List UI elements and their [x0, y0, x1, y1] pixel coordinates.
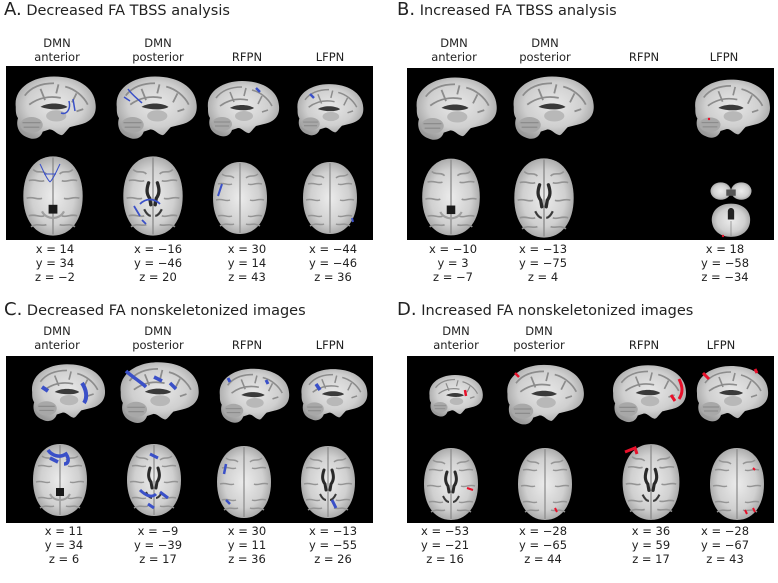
brain-axial-rfpn	[210, 160, 270, 236]
brain-sagittal-lfpn	[691, 359, 771, 429]
brain-sagittal-dmn-anterior	[410, 73, 500, 145]
brain-axial-lfpn	[298, 444, 358, 520]
brain-axial-dmn-anterior	[20, 154, 86, 238]
brain-sagittal-lfpn	[292, 80, 366, 140]
column-header-rfpn: RFPN	[628, 50, 660, 64]
brain-sagittal-rfpn	[202, 76, 282, 142]
brain-sagittal-lfpn	[689, 73, 773, 145]
column-header-rfpn: RFPN	[231, 338, 263, 352]
brain-image-grid	[6, 356, 373, 523]
brain-axial-lfpn-cerebellum	[701, 180, 761, 240]
panel-title: D. Increased FA nonskeletonized images	[397, 300, 693, 321]
brain-sagittal-dmn-posterior	[110, 73, 200, 143]
panel-letter: B.	[397, 0, 416, 20]
brain-sagittal-dmn-anterior	[425, 370, 485, 422]
brain-axial-dmn-anterior	[419, 156, 483, 238]
brain-sagittal-lfpn	[296, 364, 370, 426]
panel-c: C. Decreased FA nonskeletonized images D…	[0, 300, 389, 583]
brain-axial-dmn-anterior	[421, 446, 481, 522]
brain-sagittal-dmn-anterior	[9, 73, 99, 143]
panel-letter: A.	[4, 0, 22, 20]
brain-sagittal-dmn-posterior	[507, 73, 597, 143]
panel-title-text: Increased FA nonskeletonized images	[421, 303, 694, 319]
panel-title: C. Decreased FA nonskeletonized images	[4, 300, 306, 321]
panel-title: A. Decreased FA TBSS analysis	[4, 0, 230, 21]
brain-sagittal-dmn-posterior	[501, 361, 587, 429]
brain-axial-dmn-anterior	[30, 440, 90, 520]
panel-letter: D.	[397, 299, 417, 320]
brain-sagittal-dmn-posterior	[114, 359, 202, 427]
brain-axial-dmn-posterior	[120, 154, 186, 238]
brain-axial-lfpn	[300, 160, 360, 236]
column-header-lfpn: LFPN	[706, 338, 736, 352]
panel-letter: C.	[4, 299, 23, 320]
brain-axial-lfpn	[707, 446, 767, 522]
panel-title-text: Increased FA TBSS analysis	[419, 3, 617, 19]
brain-sagittal-rfpn	[214, 364, 292, 428]
brain-axial-dmn-posterior	[124, 440, 184, 520]
column-header-lfpn: LFPN	[315, 338, 345, 352]
column-header-lfpn: LFPN	[315, 50, 345, 64]
brain-axial-dmn-posterior	[515, 446, 575, 522]
panel-title-text: Decreased FA TBSS analysis	[26, 3, 230, 19]
brain-sagittal-dmn-anterior	[26, 361, 108, 425]
brain-image-grid	[6, 66, 373, 240]
brain-sagittal-rfpn	[607, 359, 689, 429]
column-header-rfpn: RFPN	[231, 50, 263, 64]
brain-image-grid	[407, 356, 774, 523]
panel-d: D. Increased FA nonskeletonized images D…	[389, 300, 778, 583]
brain-axial-rfpn	[619, 442, 683, 522]
panel-title: B. Increased FA TBSS analysis	[397, 0, 617, 21]
brain-axial-dmn-posterior	[511, 156, 577, 240]
column-header-rfpn: RFPN	[628, 338, 660, 352]
brain-axial-rfpn	[214, 444, 274, 520]
column-header-lfpn: LFPN	[709, 50, 739, 64]
brain-image-grid	[407, 68, 774, 240]
panel-title-text: Decreased FA nonskeletonized images	[26, 303, 306, 319]
